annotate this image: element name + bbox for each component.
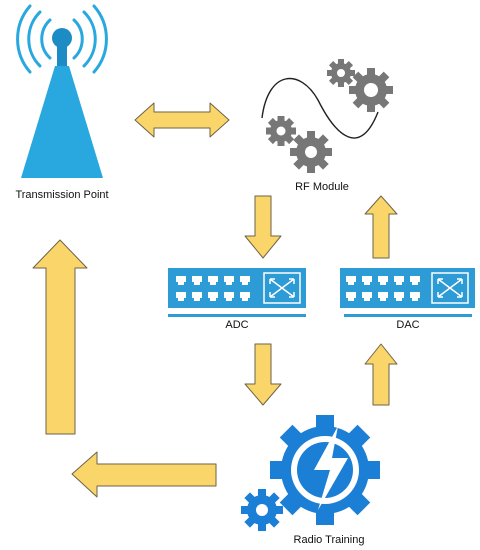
gear-icon: [349, 68, 393, 112]
radio-training-label: Radio Training: [294, 534, 365, 546]
adc-node: ADC: [168, 268, 306, 331]
rf-module-node: RF Module: [261, 59, 393, 193]
antenna-tower-icon: [16, 4, 108, 178]
dac-label: DAC: [396, 319, 419, 331]
arrow-adc-to-radio-training: [244, 343, 282, 406]
gear-icon: [290, 131, 332, 173]
radio-training-node: Radio Training: [241, 415, 380, 546]
gear-icon: [241, 489, 283, 531]
arrow-radio-training-to-dac: [364, 343, 398, 406]
lightning-icon: [314, 426, 348, 510]
arrow-dac-to-rf: [364, 195, 398, 259]
network-switch-icon: [340, 268, 475, 317]
gears-sine-wave-icon: [261, 59, 393, 173]
network-switch-icon: [168, 268, 306, 317]
arrow-transmission-rf-bidirectional: [134, 102, 230, 138]
gear-lightning-icon: [241, 415, 380, 531]
gear-icon: [266, 116, 296, 146]
gear-icon: [327, 59, 355, 87]
transmission-point-label: Transmission Point: [15, 189, 108, 201]
transmission-point-node: Transmission Point: [15, 4, 109, 201]
arrow-rf-to-adc: [244, 195, 282, 259]
rf-module-label: RF Module: [295, 181, 349, 193]
arrow-up-to-transmission-point: [32, 239, 88, 435]
arrow-radio-training-left: [71, 451, 217, 498]
dac-node: DAC: [340, 268, 475, 331]
adc-label: ADC: [225, 319, 248, 331]
